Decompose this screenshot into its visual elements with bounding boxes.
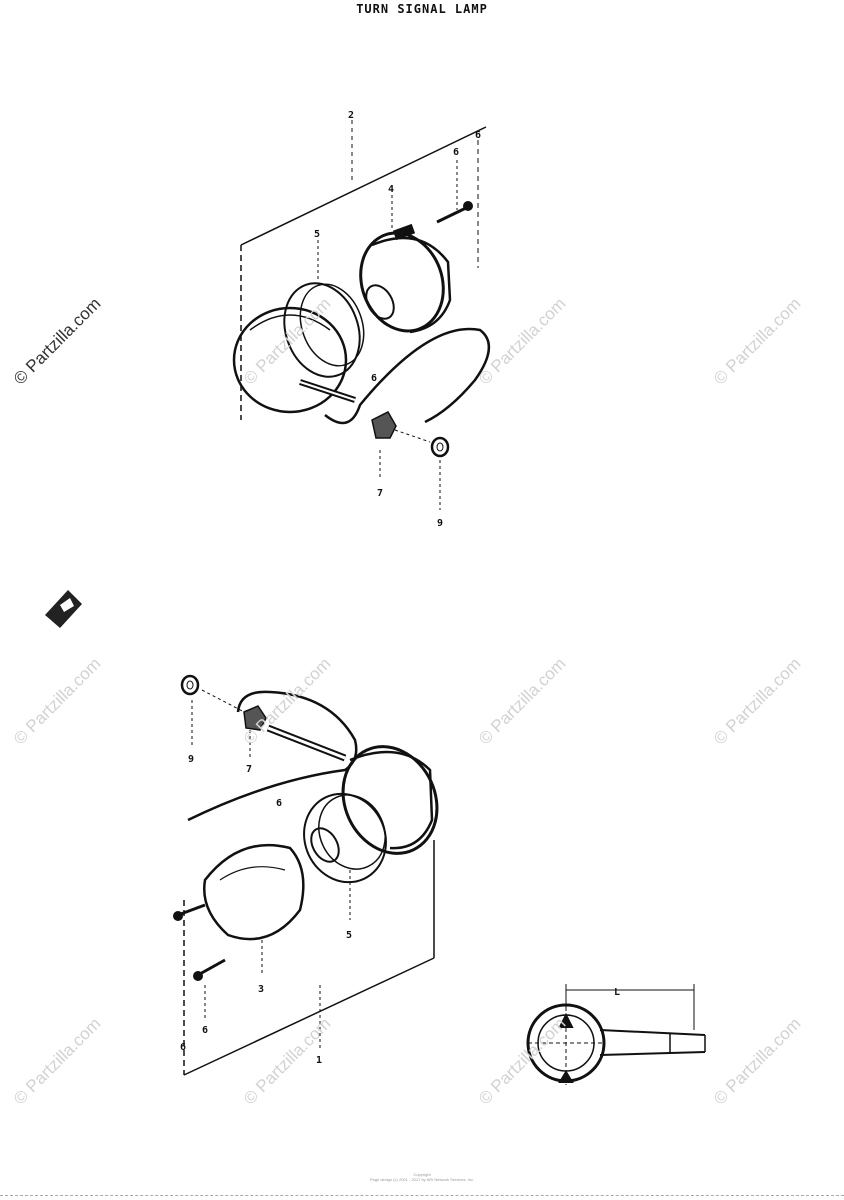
- part-label-6: 6: [180, 1042, 186, 1053]
- part-label-2: 2: [348, 110, 354, 121]
- copyright-line: Page design (c) 2001 - 2017 by ARI Netwo…: [369, 1177, 475, 1182]
- arrow-badge-icon: [45, 590, 82, 628]
- copyright-notice: Copyright Page design (c) 2001 - 2017 by…: [0, 1172, 844, 1182]
- part-label-5: 5: [314, 229, 320, 240]
- diagram-title: TURN SIGNAL LAMP: [356, 2, 488, 16]
- part-label-6: 6: [453, 147, 459, 158]
- dimension-label-l: L: [614, 987, 620, 998]
- part-label-5: 5: [346, 930, 352, 941]
- part-label-3: 3: [258, 984, 264, 995]
- part-label-9: 9: [437, 518, 443, 529]
- part-label-7: 7: [377, 488, 383, 499]
- lower-lamp-assembly: [173, 674, 439, 1076]
- part-label-7: 7: [246, 764, 252, 775]
- lower-part-labels: 9 7 6 5 3 6 6 1: [180, 754, 352, 1066]
- upper-lamp-assembly: [232, 120, 490, 510]
- part-label-9: 9: [188, 754, 194, 765]
- footer-divider: [0, 1195, 844, 1196]
- part-label-6: 6: [371, 373, 377, 384]
- stem-length-inset: [526, 984, 706, 1085]
- part-label-6: 6: [276, 798, 282, 809]
- upper-part-labels: 2 6 6 4 5 6 7 9: [314, 110, 481, 529]
- part-label-4: 4: [388, 184, 394, 195]
- copyright-line: Copyright: [413, 1172, 431, 1177]
- part-label-1: 1: [316, 1055, 322, 1066]
- part-label-6: 6: [202, 1025, 208, 1036]
- part-label-6: 6: [475, 130, 481, 141]
